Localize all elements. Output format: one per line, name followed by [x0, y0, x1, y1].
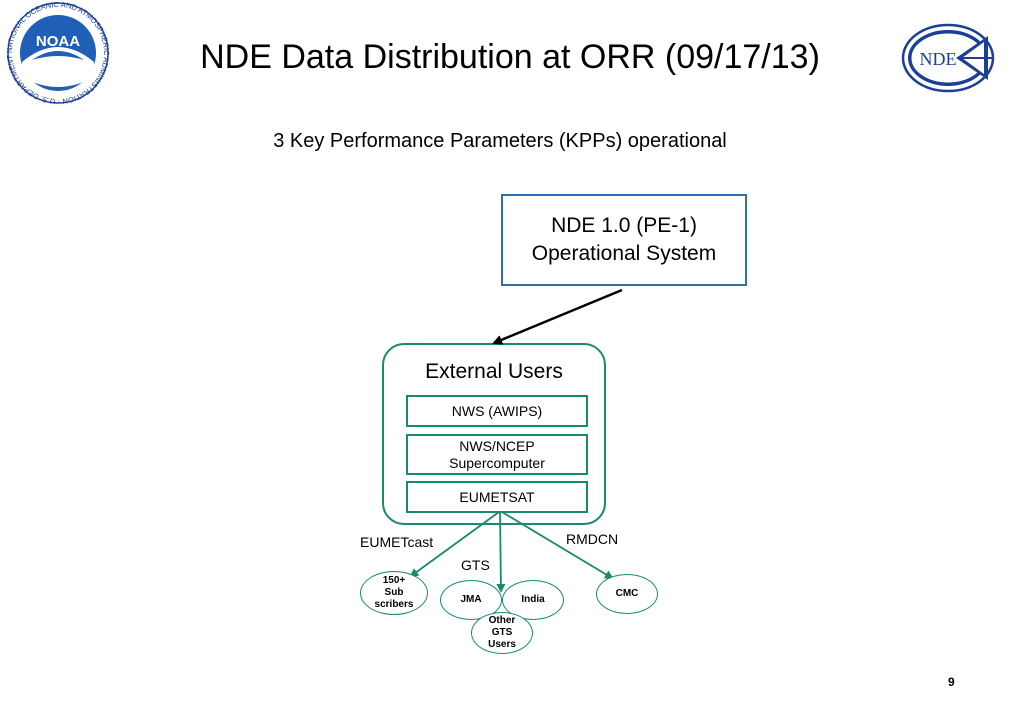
nde-logo-text: NDE [920, 49, 957, 69]
noaa-logo-text: NOAA [36, 33, 80, 50]
user-label: NWS/NCEP [459, 437, 535, 454]
eumetcast-arrow [409, 511, 500, 578]
user-nws-ncep-supercomputer: NWS/NCEP Supercomputer [406, 434, 588, 475]
node-label: Other [488, 615, 516, 626]
nde-operational-system-box: NDE 1.0 (PE-1) Operational System [501, 194, 747, 286]
noaa-logo: NATIONAL OCEANIC AND ATMOSPHERIC ADMINIS… [2, 2, 111, 104]
node-label: Users [488, 639, 516, 650]
system-to-users-arrow [492, 288, 623, 345]
rmdcn-arrow [501, 511, 614, 580]
eumetcast-label: EUMETcast [360, 534, 434, 550]
page-number: 9 [948, 675, 955, 689]
gts-label: GTS [461, 557, 490, 573]
user-label: EUMETSAT [459, 488, 535, 505]
external-users-title: External Users [425, 360, 563, 383]
node-label: 150+ [382, 575, 406, 586]
node-label: India [521, 594, 545, 605]
rmdcn-label: RMDCN [566, 531, 619, 547]
node-label: scribers [374, 599, 414, 610]
gts-arrow [496, 511, 506, 593]
node-label: Sub [384, 587, 404, 598]
system-box-line-1: NDE 1.0 (PE-1) [551, 214, 697, 237]
cmc-node: CMC [596, 574, 658, 614]
system-box-line-2: Operational System [531, 242, 717, 265]
india-node: India [502, 580, 564, 620]
page-title: NDE Data Distribution at ORR (09/17/13) [200, 38, 820, 76]
user-eumetsat: EUMETSAT [406, 481, 588, 513]
subscribers-node: 150+ Sub scribers [360, 571, 428, 615]
other-gts-users-node: Other GTS Users [471, 612, 533, 654]
node-label: CMC [615, 588, 639, 599]
nde-logo: NDE [901, 23, 995, 93]
node-label: JMA [460, 594, 482, 605]
user-nws-awips: NWS (AWIPS) [406, 395, 588, 427]
page-subtitle: 3 Key Performance Parameters (KPPs) oper… [273, 130, 727, 152]
user-label: Supercomputer [449, 454, 545, 471]
user-label: NWS (AWIPS) [451, 402, 543, 419]
node-label: GTS [491, 627, 513, 638]
